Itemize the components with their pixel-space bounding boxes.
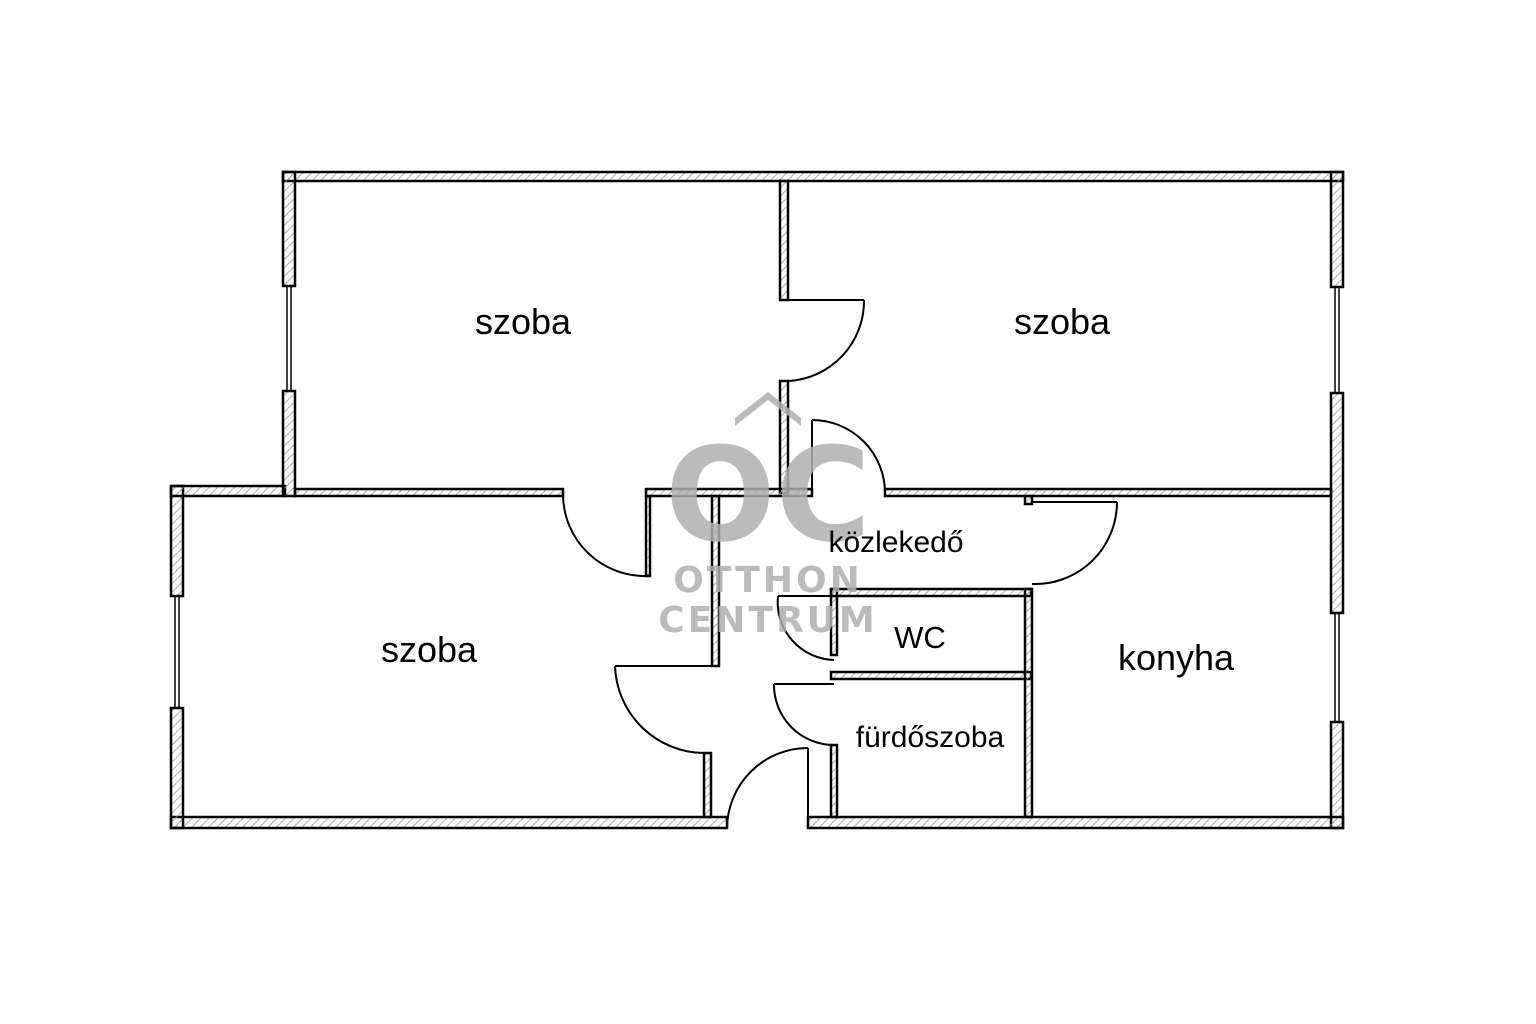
wall-bottom-left <box>169 815 729 830</box>
door-entrance <box>726 747 809 829</box>
wall-bottom-right <box>806 815 1345 830</box>
watermark-roof-icon <box>735 392 801 426</box>
wall-left-1 <box>169 484 185 598</box>
room-label-kitchen: konyha <box>1118 637 1235 678</box>
wall-wc-left <box>829 587 839 657</box>
door-top-right-room <box>811 419 886 494</box>
wall-right-2 <box>1329 391 1345 615</box>
doors <box>562 299 1118 829</box>
watermark: OC OTTHON CENTRUM <box>658 392 877 641</box>
wall-upper-left-2 <box>281 389 297 498</box>
wall-top <box>281 170 1345 183</box>
room-label-bathroom: fürdőszoba <box>856 721 1005 754</box>
room-label-bedroom-bottom-left: szoba <box>381 629 478 670</box>
wall-bath-left <box>829 743 839 819</box>
windows <box>174 286 1340 722</box>
wall-upper-left-1 <box>281 170 297 288</box>
wall-bath-right <box>1023 587 1034 819</box>
door-bedroom-bottom-top <box>562 495 647 578</box>
watermark-line1: OTTHON <box>673 560 862 601</box>
watermark-monogram: OC <box>665 419 871 571</box>
room-label-toilet: WC <box>894 620 946 655</box>
wall-wc-bath <box>829 670 1033 681</box>
wall-right-1 <box>1329 170 1345 289</box>
door-top-middle <box>787 299 866 382</box>
wall-h-3 <box>883 487 1333 498</box>
room-label-bedroom-top-right: szoba <box>1014 301 1111 342</box>
watermark-line2: CENTRUM <box>658 600 877 641</box>
wall-hall-left <box>710 494 721 668</box>
wall-step <box>169 484 287 498</box>
room-label-bedroom-top-left: szoba <box>475 301 572 342</box>
wall-mid-top-1 <box>778 179 790 302</box>
wall-kitchen-top <box>1023 494 1034 506</box>
wall-left-2 <box>169 706 185 830</box>
door-wc <box>776 595 835 661</box>
room-label-hallway: közlekedő <box>828 526 963 559</box>
door-kitchen <box>1031 501 1118 586</box>
wall-hall-left-low <box>702 751 713 819</box>
door-bedroom-bottom <box>614 665 712 754</box>
room-labels: szoba szoba szoba közlekedő WC fürdőszob… <box>381 301 1235 754</box>
door-bathroom <box>772 683 835 746</box>
wall-right-3 <box>1329 720 1345 830</box>
wall-h-1 <box>293 487 565 498</box>
